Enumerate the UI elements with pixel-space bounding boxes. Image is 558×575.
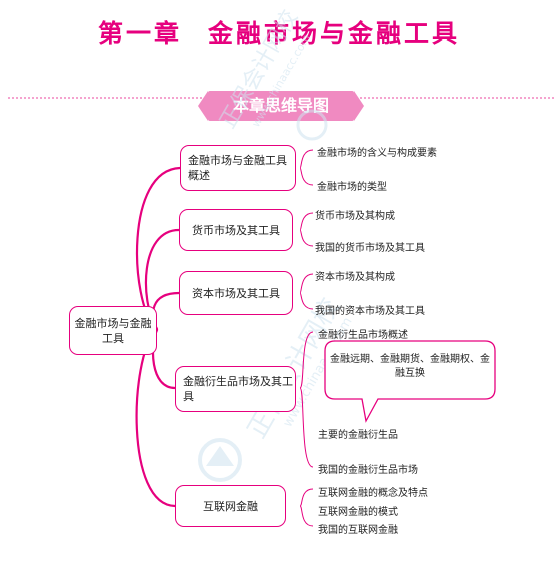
leaf-internet-1: 互联网金融的概念及特点 bbox=[318, 488, 428, 499]
bracket-branch-3 bbox=[299, 273, 314, 310]
leaf-derivatives-3: 我国的金融衍生品市场 bbox=[318, 465, 418, 476]
leaf-overview-2: 金融市场的类型 bbox=[317, 182, 387, 193]
leaf-derivatives-1: 金融衍生品市场概述 bbox=[318, 330, 408, 341]
leaf-derivatives-2: 主要的金融衍生品 bbox=[318, 430, 398, 441]
chapter-number: 第一章 bbox=[97, 19, 182, 48]
leaf-internet-3: 我国的互联网金融 bbox=[318, 525, 398, 536]
branch-node-derivatives: 金融衍生品市场及其工具 bbox=[175, 366, 296, 412]
leaf-internet-2: 互联网金融的模式 bbox=[318, 507, 398, 518]
leaf-money-2: 我国的货币市场及其工具 bbox=[315, 243, 425, 254]
bracket-branch-5 bbox=[299, 488, 314, 527]
bracket-branch-4 bbox=[299, 331, 314, 468]
callout-derivative-types: 金融远期、金融期货、金融期权、金融互换 bbox=[330, 354, 490, 379]
leaf-capital-1: 资本市场及其构成 bbox=[315, 272, 395, 283]
bracket-branch-1 bbox=[299, 149, 314, 186]
leaf-money-1: 货币市场及其构成 bbox=[315, 211, 395, 222]
chapter-name: 金融市场与金融工具 bbox=[208, 19, 461, 48]
leaf-overview-1: 金融市场的含义与构成要素 bbox=[317, 148, 437, 159]
chapter-title: 第一章金融市场与金融工具 bbox=[0, 14, 558, 50]
branch-node-internet-finance: 互联网金融 bbox=[175, 485, 286, 527]
bracket-branch-2 bbox=[299, 212, 314, 247]
root-node: 金融市场与金融工具 bbox=[69, 306, 157, 355]
leaf-capital-2: 我国的资本市场及其工具 bbox=[315, 306, 425, 317]
branch-node-capital-market: 资本市场及其工具 bbox=[179, 271, 293, 315]
branch-node-money-market: 货币市场及其工具 bbox=[179, 209, 293, 251]
branch-node-overview: 金融市场与金融工具概述 bbox=[180, 145, 296, 191]
